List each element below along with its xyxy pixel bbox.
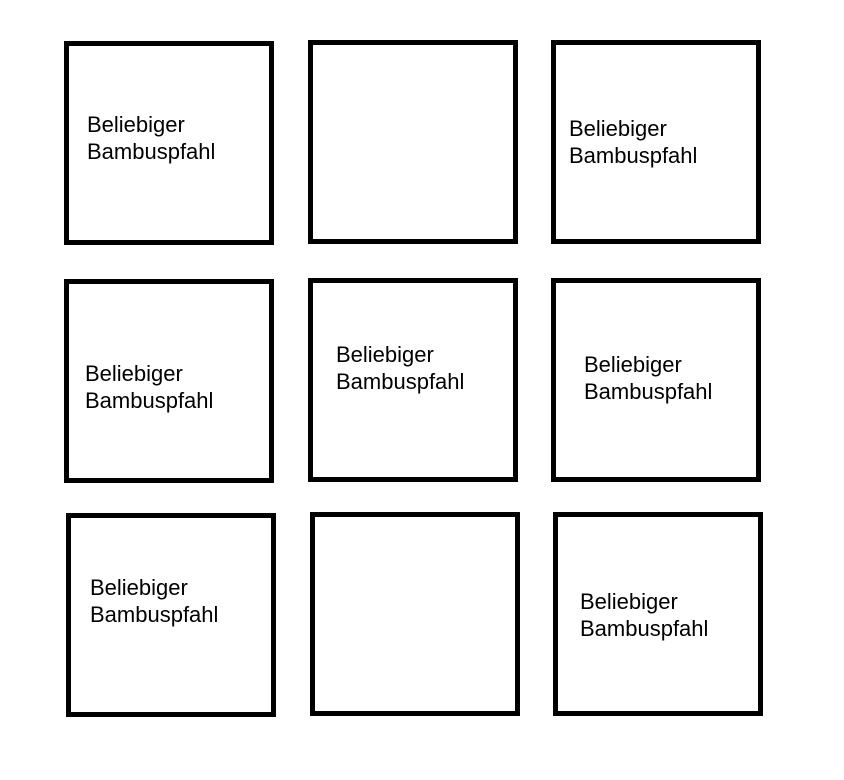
slot-label-line-2: Bambuspfahl bbox=[584, 379, 713, 404]
slot-label: Beliebiger Bambuspfahl bbox=[90, 574, 218, 628]
grid-slot-7[interactable]: Beliebiger Bambuspfahl bbox=[66, 513, 276, 717]
slot-label-line-2: Bambuspfahl bbox=[336, 369, 465, 394]
slot-label-line-2: Bambuspfahl bbox=[90, 602, 219, 627]
grid-slot-9[interactable]: Beliebiger Bambuspfahl bbox=[553, 512, 763, 716]
slot-label-line-2: Bambuspfahl bbox=[569, 143, 698, 168]
slot-label: Beliebiger Bambuspfahl bbox=[85, 360, 213, 414]
slot-label-line-2: Bambuspfahl bbox=[87, 139, 216, 164]
grid-slot-5[interactable]: Beliebiger Bambuspfahl bbox=[308, 278, 518, 482]
grid-slot-1[interactable]: Beliebiger Bambuspfahl bbox=[64, 41, 274, 245]
grid-slot-8-empty[interactable] bbox=[310, 512, 520, 716]
slot-label: Beliebiger Bambuspfahl bbox=[584, 351, 712, 405]
grid-slot-6[interactable]: Beliebiger Bambuspfahl bbox=[551, 278, 761, 482]
grid-slot-2-empty[interactable] bbox=[308, 40, 518, 244]
slot-label: Beliebiger Bambuspfahl bbox=[336, 341, 464, 395]
slot-label: Beliebiger Bambuspfahl bbox=[569, 115, 697, 169]
slot-label-line-1: Beliebiger bbox=[580, 589, 678, 614]
grid-slot-3[interactable]: Beliebiger Bambuspfahl bbox=[551, 40, 761, 244]
slot-label-line-1: Beliebiger bbox=[90, 575, 188, 600]
slot-label-line-2: Bambuspfahl bbox=[580, 616, 709, 641]
slot-label-line-1: Beliebiger bbox=[569, 116, 667, 141]
grid-slot-4[interactable]: Beliebiger Bambuspfahl bbox=[64, 279, 274, 483]
slot-label-line-1: Beliebiger bbox=[87, 112, 185, 137]
slot-label: Beliebiger Bambuspfahl bbox=[87, 111, 215, 165]
slot-label-line-2: Bambuspfahl bbox=[85, 388, 214, 413]
slot-label-line-1: Beliebiger bbox=[584, 352, 682, 377]
slot-label-line-1: Beliebiger bbox=[336, 342, 434, 367]
slot-label: Beliebiger Bambuspfahl bbox=[580, 588, 708, 642]
slot-label-line-1: Beliebiger bbox=[85, 361, 183, 386]
